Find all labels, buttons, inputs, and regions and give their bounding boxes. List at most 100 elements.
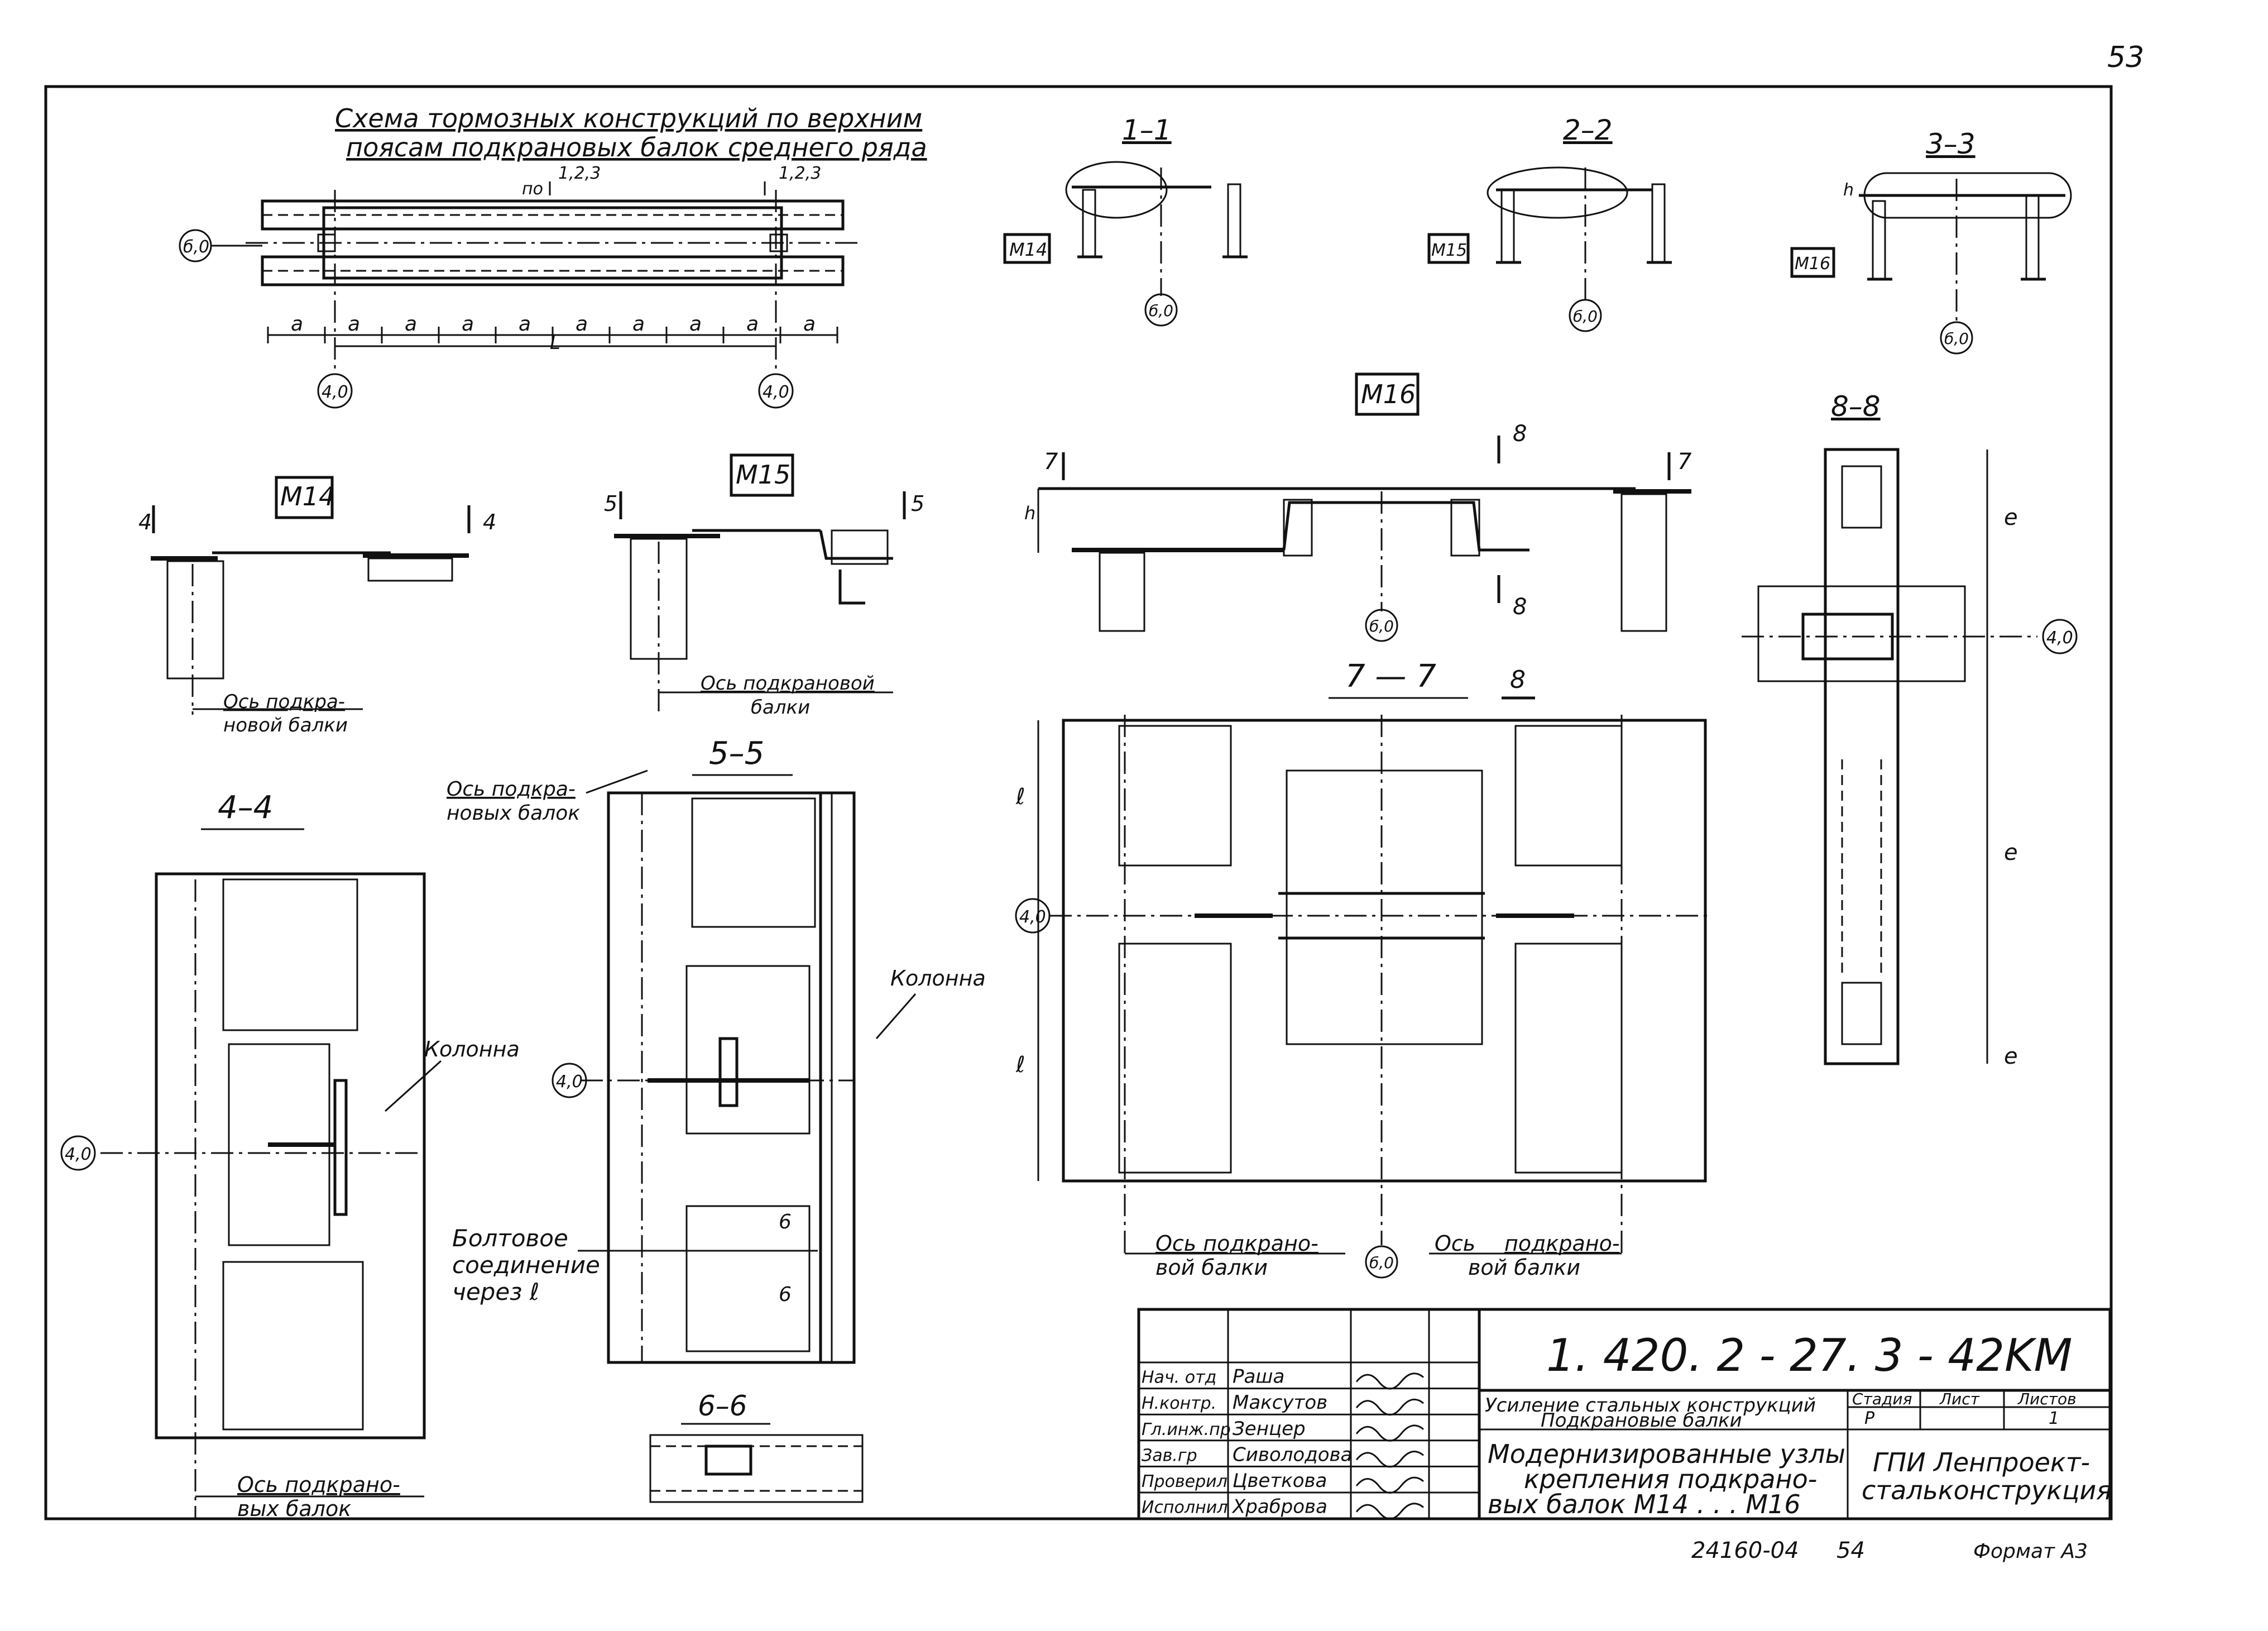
title-block-drawing-line2: крепления подкрано- <box>1524 1464 1817 1494</box>
section-7-7-cut: 8 <box>1510 666 1526 694</box>
section-2-2-node-box <box>1427 233 1470 264</box>
schema-bay-label: a <box>746 313 759 336</box>
section-6-6: 6–6 <box>649 1390 864 1503</box>
title-block-sheets: 1 <box>2049 1409 2059 1428</box>
node-m15-title: M15 <box>736 460 790 490</box>
schema-bay-label: a <box>803 313 816 336</box>
schema-axis-row: б,0 <box>183 237 209 257</box>
section-5-5-axis-label-line2: новых балок <box>447 802 580 825</box>
schema-bay-label: a <box>576 313 588 336</box>
section-5-5-bolt-line3: через ℓ <box>452 1278 539 1305</box>
title-block-sheet-header: Лист <box>1939 1390 1980 1408</box>
title-block-role: Гл.инж.пр <box>1142 1420 1231 1439</box>
node-m14-title-box <box>275 476 334 519</box>
title-block-name: Храброва <box>1231 1496 1327 1518</box>
title-block-role: Нач. отд <box>1142 1368 1216 1388</box>
signature-mark <box>1355 1372 1424 1390</box>
node-m16-cut-right: 7 <box>1677 449 1692 475</box>
title-block-project-line1: Усиление стальных конструкций <box>1485 1394 1816 1417</box>
schema-title-line2: поясам подкрановых балок среднего ряда <box>346 132 927 162</box>
title-block-stage: Р <box>1864 1409 1875 1428</box>
node-m14-caption-line1: Ось подкра- <box>223 691 345 713</box>
section-7-7-caption-right-line2: подкрано- <box>1504 1231 1620 1256</box>
node-m16-cut-top: 8 <box>1513 421 1527 447</box>
node-m16-title-box <box>1355 372 1420 416</box>
section-3-3: 3–3 h M16 б,0 <box>1790 128 2072 355</box>
title-block-name: Зенцер <box>1233 1418 1306 1440</box>
section-2-2-node: M15 <box>1431 241 1467 260</box>
section-7-7-caption-left-line1: Ось подкрано- <box>1155 1231 1318 1256</box>
section-7-7-caption-right-line1: Ось <box>1435 1231 1475 1256</box>
title-block-drawing-line1: Модернизированные узлы <box>1488 1439 1845 1469</box>
node-m14: M14 4 4 Ось подкра- новой балки <box>138 476 496 736</box>
schema-bay-label: a <box>519 313 531 336</box>
title-block-role: Исполнил <box>1142 1498 1227 1518</box>
node-m14-caption-line2: новой балки <box>223 714 348 736</box>
title-block-project-line2: Подкрановые балки <box>1541 1409 1742 1432</box>
section-7-7-caption-right-line3: вой балки <box>1468 1255 1580 1280</box>
node-m15-cut-left: 5 <box>604 491 617 516</box>
section-2-2-title: 2–2 <box>1563 114 1613 146</box>
section-1-1-title: 1–1 <box>1122 114 1172 146</box>
title-block-name: Максутов <box>1233 1391 1327 1414</box>
section-5-5-bolt-line1: Болтовое <box>452 1225 568 1252</box>
title-block-org-line1: ГПИ Ленпроект- <box>1873 1447 2090 1477</box>
schema-axis-left-bubble <box>317 373 353 409</box>
section-2-2-axis: б,0 <box>1573 307 1598 326</box>
node-m16-axis: б,0 <box>1369 617 1394 635</box>
section-3-3-node-box <box>1790 247 1835 278</box>
schema-axis-left: 4,0 <box>322 382 348 402</box>
section-7-7-axis-left: 4,0 <box>1019 907 1046 927</box>
signature-mark <box>1355 1451 1424 1468</box>
section-5-5-axis: 4,0 <box>556 1072 583 1092</box>
section-8-8-title: 8–8 <box>1831 390 1881 423</box>
schema-axis-right: 4,0 <box>763 382 789 402</box>
title-block-format: Формат А3 <box>1973 1540 2088 1563</box>
node-m15-caption-line1: Ось подкрановой <box>701 672 875 695</box>
section-8-8-dim-2: e <box>2004 840 2018 865</box>
section-5-5-cut-1: 6 <box>779 1211 792 1233</box>
node-m14-title: M14 <box>280 481 335 511</box>
title-block-name: Раша <box>1233 1366 1284 1388</box>
section-7-7-dim-1: ℓ <box>1015 784 1025 810</box>
schema-bay-label: a <box>689 313 702 336</box>
schema-node-123: 1,2,3 <box>558 164 601 183</box>
section-1-1: 1–1 M14 б,0 <box>1003 114 1248 327</box>
section-5-5-title: 5–5 <box>709 735 764 772</box>
title-block-inv-no: 24160-04 <box>1691 1538 1799 1563</box>
section-7-7-title: 7 — 7 <box>1345 658 1436 695</box>
title-block-name: Цветкова <box>1233 1470 1327 1492</box>
section-2-2: 2–2 M15 б,0 <box>1427 114 1672 332</box>
section-7-7-caption-left-line2: вой балки <box>1155 1255 1268 1280</box>
node-m16-cut-bottom: 8 <box>1513 594 1527 620</box>
node-m14-cut-left: 4 <box>138 510 152 534</box>
schema-panel: Схема тормозных конструкций по верхним п… <box>179 103 927 409</box>
node-m14-cut-right: 4 <box>483 510 496 534</box>
section-3-3-title: 3–3 <box>1926 128 1975 160</box>
title-block-role: Н.контр. <box>1142 1394 1216 1413</box>
section-1-1-node-box <box>1003 233 1051 264</box>
title-block-role: Проверил <box>1142 1472 1227 1491</box>
schema-bay-label: a <box>291 313 303 336</box>
section-8-8-axis: 4,0 <box>2046 628 2073 648</box>
title-block-sheets-header: Листов <box>2017 1390 2077 1408</box>
signature-mark <box>1355 1424 1424 1442</box>
schema-bay-label: a <box>632 313 645 336</box>
signature-mark <box>1355 1476 1424 1494</box>
page-number: 53 <box>2107 41 2144 74</box>
schema-bay-label: a <box>462 313 474 336</box>
section-3-3-node: M16 <box>1795 254 1830 274</box>
title-block-drawing-line3: вых балок M14 . . . M16 <box>1488 1489 1801 1519</box>
schema-axis-right-bubble <box>758 373 794 409</box>
section-4-4-column-label: Колонна <box>424 1037 520 1061</box>
section-8-8: 8–8 4,0 e e e <box>1742 390 2078 1069</box>
title-block-code: 1. 420. 2 - 27. 3 - 42KM <box>1546 1329 2073 1381</box>
section-8-8-dim-1: e <box>2004 505 2018 530</box>
section-5-5-axis-label-line1: Ось подкра- <box>447 778 576 801</box>
node-m16-dim: h <box>1024 503 1035 524</box>
title-block-copy-no: 54 <box>1837 1538 1865 1563</box>
section-4-4-title: 4–4 <box>218 790 273 826</box>
